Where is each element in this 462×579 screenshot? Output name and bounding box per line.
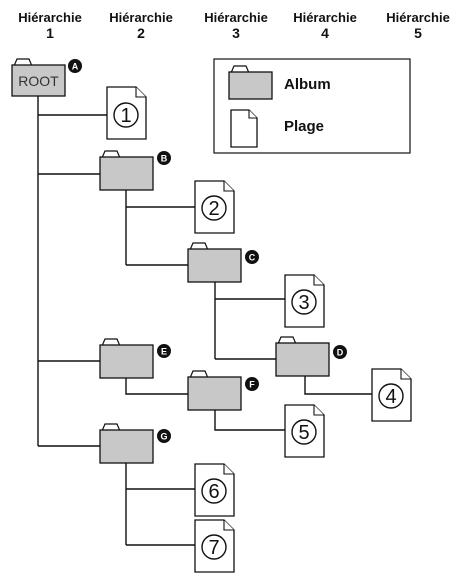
root-label: ROOT — [18, 73, 59, 89]
connector-F-track5 — [214, 410, 285, 431]
legend-album-label: Album — [284, 76, 331, 93]
track-file-3: 3 — [284, 274, 325, 328]
album-badge-C: C — [249, 252, 256, 262]
connector-E-albumF — [125, 378, 188, 395]
header-num-5: 5 — [414, 25, 422, 41]
track-number-2: 2 — [208, 198, 219, 220]
album-folder-D: D — [275, 336, 347, 377]
tree-connectors — [37, 95, 372, 546]
header-title-2: Hiérarchie — [109, 10, 173, 25]
album-folder-E: E — [99, 338, 171, 379]
header-num-3: 3 — [232, 25, 240, 41]
root-badge: A — [72, 61, 79, 71]
album-folder-C: C — [187, 242, 259, 283]
header-title-3: Hiérarchie — [204, 10, 268, 25]
album-badge-F: F — [249, 379, 255, 389]
album-badge-E: E — [161, 346, 167, 356]
track-number-5: 5 — [298, 422, 309, 444]
track-file-1: 1 — [106, 86, 147, 140]
legend-track-label: Plage — [284, 118, 324, 135]
album-badge-D: D — [337, 347, 344, 357]
header-title-4: Hiérarchie — [293, 10, 357, 25]
column-headers: Hiérarchie 1 Hiérarchie 2 Hiérarchie 3 H… — [18, 10, 450, 41]
track-number-1: 1 — [120, 105, 131, 127]
legend-album-icon — [228, 65, 273, 100]
header-title-1: Hiérarchie — [18, 10, 82, 25]
root-badge-circle — [68, 59, 82, 73]
track-file-5: 5 — [284, 404, 325, 458]
track-number-7: 7 — [208, 537, 219, 559]
album-badge-B: B — [161, 153, 168, 163]
header-title-5: Hiérarchie — [386, 10, 450, 25]
legend: Album Plage — [213, 58, 411, 154]
track-file-2: 2 — [194, 180, 235, 234]
album-folder-B: B — [99, 150, 171, 191]
track-file-7: 7 — [194, 519, 235, 573]
legend-track-icon — [230, 109, 258, 148]
connector-D-track4 — [304, 376, 372, 395]
album-folder-G: G — [99, 423, 171, 464]
header-num-1: 1 — [46, 25, 54, 41]
track-number-4: 4 — [385, 386, 396, 408]
track-file-6: 6 — [194, 463, 235, 517]
album-folder-F: F — [187, 370, 259, 411]
root-folder: ROOT A — [11, 58, 82, 97]
album-badge-G: G — [160, 431, 167, 441]
header-num-2: 2 — [137, 25, 145, 41]
track-number-3: 3 — [298, 292, 309, 314]
track-number-6: 6 — [208, 481, 219, 503]
track-file-4: 4 — [371, 368, 412, 422]
header-num-4: 4 — [321, 25, 329, 41]
